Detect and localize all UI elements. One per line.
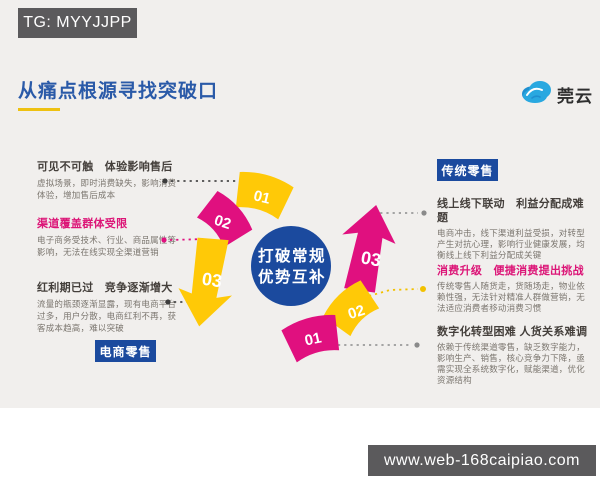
right-step-01-shape: [281, 314, 340, 363]
pain-body: 虚拟场景，即时消费缺失，影响消费体验，增加售后成本: [37, 178, 177, 200]
left-step-01-number: 01: [252, 187, 272, 208]
pain-section-online-offline: 线上线下联动 利益分配成难题 电商冲击，线下渠道利益受损，对转型产生对抗心理，影…: [437, 197, 590, 261]
pain-heading: 渠道覆盖群体受限: [37, 218, 128, 230]
pain-section-competition: 红利期已过 竞争逐渐增大 流量的瓶颈逐渐显露，现有电商平台过多，用户分散，电商红…: [37, 281, 177, 334]
pain-section-visibility: 可见不可触 体验影响售后 虚拟场景，即时消费缺失，影响消费体验，增加售后成本: [37, 160, 177, 201]
left-step-01-shape: [235, 171, 294, 220]
connector-left-2: [161, 237, 207, 243]
slide-title: 从痛点根源寻找突破口: [18, 81, 219, 102]
telegram-watermark-badge: TG: MYYJJPP: [18, 8, 137, 38]
pain-section-consumption-upgrade: 消费升级 便捷消费提出挑战 传统零售人随货走，货随场走，物业依赖性强，无法针对精…: [437, 264, 590, 314]
right-step-02-number: 02: [346, 302, 367, 323]
cloud-icon: [518, 78, 554, 110]
website-watermark-badge: www.web-168caipiao.com: [368, 445, 596, 476]
left-step-03-arrow: [178, 237, 233, 327]
pain-section-digital-transform: 数字化转型困难 人货关系难调 依赖于传统渠道零售，缺乏数字能力，影响生产、销售，…: [437, 325, 590, 386]
left-step-02-shape: [196, 190, 253, 248]
center-circle: [251, 226, 331, 306]
brand-logo: 莞云: [518, 78, 593, 110]
pain-body: 电商冲击，线下渠道利益受损，对转型产生对抗心理，影响行业健康发展，均衡线上线下利…: [437, 228, 585, 260]
right-step-01-number: 01: [303, 329, 323, 349]
left-step-03-number: 03: [201, 269, 224, 292]
brand-name: 莞云: [557, 86, 593, 106]
pain-heading: 红利期已过 竞争逐渐增大: [37, 282, 173, 294]
connector-left-1: [162, 178, 246, 184]
pain-body: 电子商务受技术、行业、商品属性等影响，无法在线实现全渠道营销: [37, 235, 177, 257]
pain-section-channel: 渠道覆盖群体受限 电子商务受技术、行业、商品属性等影响，无法在线实现全渠道营销: [37, 217, 177, 258]
pain-heading: 线上线下联动 利益分配成难题: [437, 198, 584, 224]
traditional-retail-label: 传统零售: [437, 159, 498, 181]
left-step-02-number: 02: [212, 212, 233, 233]
center-slogan-line2: 优势互补: [258, 267, 326, 286]
pain-heading: 消费升级 便捷消费提出挑战: [437, 265, 584, 277]
connector-right-3: [338, 342, 420, 348]
title-underline: [18, 108, 60, 111]
pain-body: 传统零售人随货走，货随场走，物业依赖性强，无法针对精准人群做营销，无法适应消费者…: [437, 281, 585, 313]
pain-body: 流量的瓶颈逐渐显露，现有电商平台过多，用户分散，电商红利不再，获客成本趋高，难以…: [37, 299, 177, 333]
connector-right-2: [368, 286, 426, 297]
pain-heading: 可见不可触 体验影响售后: [37, 161, 173, 173]
pain-body: 依赖于传统渠道零售，缺乏数字能力，影响生产、销售，核心竞争力下降，亟需实现全系统…: [437, 342, 585, 385]
right-step-03-number: 03: [359, 247, 382, 270]
center-slogan-line1: 打破常规: [258, 246, 326, 265]
connector-right-1: [374, 210, 427, 216]
ecommerce-retail-label: 电商零售: [95, 340, 156, 362]
right-step-02-shape: [323, 280, 380, 337]
right-step-03-arrow: [342, 204, 396, 293]
pain-heading: 数字化转型困难 人货关系难调: [437, 326, 588, 338]
